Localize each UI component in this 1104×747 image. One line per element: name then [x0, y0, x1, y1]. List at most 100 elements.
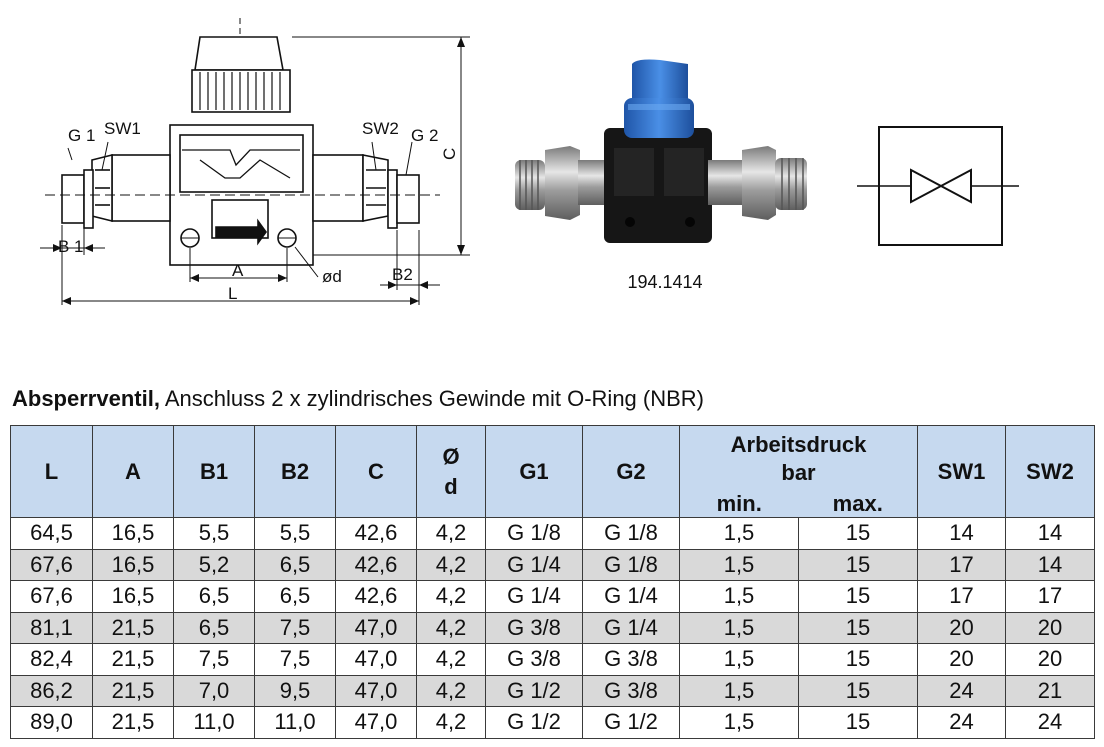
table-cell: G 3/8 [582, 674, 680, 707]
header-d-symbol: Ø [442, 443, 460, 469]
c-label: C [440, 148, 459, 160]
table-cell: 7,5 [254, 643, 336, 676]
table-cell: 21,5 [92, 611, 174, 644]
table-cell: 5,5 [173, 517, 255, 550]
table-cell: 1,5 [679, 706, 799, 739]
table-cell: G 3/8 [582, 643, 680, 676]
table-cell: 21 [1005, 674, 1095, 707]
table-cell: G 1/8 [582, 517, 680, 550]
table-cell: 15 [798, 706, 918, 739]
table-cell: 15 [798, 517, 918, 550]
valve-symbol [857, 126, 1019, 246]
table-cell: 21,5 [92, 706, 174, 739]
table-cell: 15 [798, 643, 918, 676]
table-cell: 47,0 [335, 611, 417, 644]
table-cell: 67,6 [10, 580, 93, 613]
table-cell: 1,5 [679, 548, 799, 581]
table-cell: 7,5 [173, 643, 255, 676]
table-cell: 4,2 [416, 706, 486, 739]
header-l: L [10, 425, 93, 518]
table-cell: 4,2 [416, 674, 486, 707]
header-b2: B2 [254, 425, 336, 518]
table-cell: 20 [917, 611, 1006, 644]
table-cell: 21,5 [92, 674, 174, 707]
table-cell: 6,5 [173, 580, 255, 613]
table-cell: G 1/4 [485, 580, 583, 613]
table-cell: 15 [798, 548, 918, 581]
g1-label: G 1 [68, 126, 95, 145]
table-cell: 47,0 [335, 643, 417, 676]
table-cell: G 1/2 [485, 674, 583, 707]
a-label: A [232, 261, 244, 280]
header-d-letter: d [444, 473, 458, 499]
od-label: ød [322, 267, 342, 286]
article-number-text: 194.1414 [627, 272, 703, 292]
table-cell: 11,0 [173, 706, 255, 739]
table-cell: 47,0 [335, 674, 417, 707]
dimension-drawing [40, 18, 470, 305]
table-cell: 6,5 [173, 611, 255, 644]
table-cell: G 3/8 [485, 611, 583, 644]
table-cell: 7,0 [173, 674, 255, 707]
table-cell: 17 [917, 580, 1006, 613]
header-b1: B1 [173, 425, 255, 518]
table-cell: 81,1 [10, 611, 93, 644]
table-cell: 14 [917, 517, 1006, 550]
header-sw2: SW2 [1005, 425, 1095, 518]
table-cell: 16,5 [92, 548, 174, 581]
header-c: C [335, 425, 417, 518]
table-cell: 17 [917, 548, 1006, 581]
b2-label: B2 [392, 265, 413, 284]
header-a: A [92, 425, 174, 518]
header-max: max. [832, 490, 883, 516]
table-cell: 6,5 [254, 548, 336, 581]
table-cell: 4,2 [416, 611, 486, 644]
table-cell: 15 [798, 674, 918, 707]
table-cell: 1,5 [679, 611, 799, 644]
table-cell: G 1/2 [485, 706, 583, 739]
table-cell: 1,5 [679, 580, 799, 613]
table-cell: 67,6 [10, 548, 93, 581]
table-cell: 20 [1005, 643, 1095, 676]
table-cell: 89,0 [10, 706, 93, 739]
table-cell: 11,0 [254, 706, 336, 739]
table-cell: 6,5 [254, 580, 336, 613]
table-cell: G 1/8 [485, 517, 583, 550]
heading-rest: Anschluss 2 x zylindrisches Gewinde mit … [159, 386, 704, 411]
header-g2: G2 [582, 425, 680, 518]
table-cell: 47,0 [335, 706, 417, 739]
table-cell: 4,2 [416, 548, 486, 581]
table-cell: 4,2 [416, 580, 486, 613]
table-cell: 1,5 [679, 674, 799, 707]
table-cell: 16,5 [92, 580, 174, 613]
header-druck-unit: bar [781, 459, 816, 485]
table-cell: 17 [1005, 580, 1095, 613]
table-cell: 64,5 [10, 517, 93, 550]
product-photo [515, 59, 807, 243]
g2-label: G 2 [411, 126, 438, 145]
table-cell: G 3/8 [485, 643, 583, 676]
header-druck-label: Arbeitsdruck [730, 431, 867, 457]
table-cell: G 1/4 [485, 548, 583, 581]
table-cell: 42,6 [335, 548, 417, 581]
table-cell: 1,5 [679, 643, 799, 676]
dimension-arrows [53, 37, 465, 305]
valve-drawing: G 1 SW1 SW2 G 2 C B 1 A ød B2 L [40, 18, 1019, 305]
table-cell: G 1/8 [582, 548, 680, 581]
table-cell: 86,2 [10, 674, 93, 707]
table-cell: 1,5 [679, 517, 799, 550]
table-cell: 42,6 [335, 580, 417, 613]
table-cell: 24 [917, 706, 1006, 739]
table-cell: 4,2 [416, 517, 486, 550]
table-cell: G 1/4 [582, 580, 680, 613]
table-cell: 7,5 [254, 611, 336, 644]
table-cell: 24 [1005, 706, 1095, 739]
